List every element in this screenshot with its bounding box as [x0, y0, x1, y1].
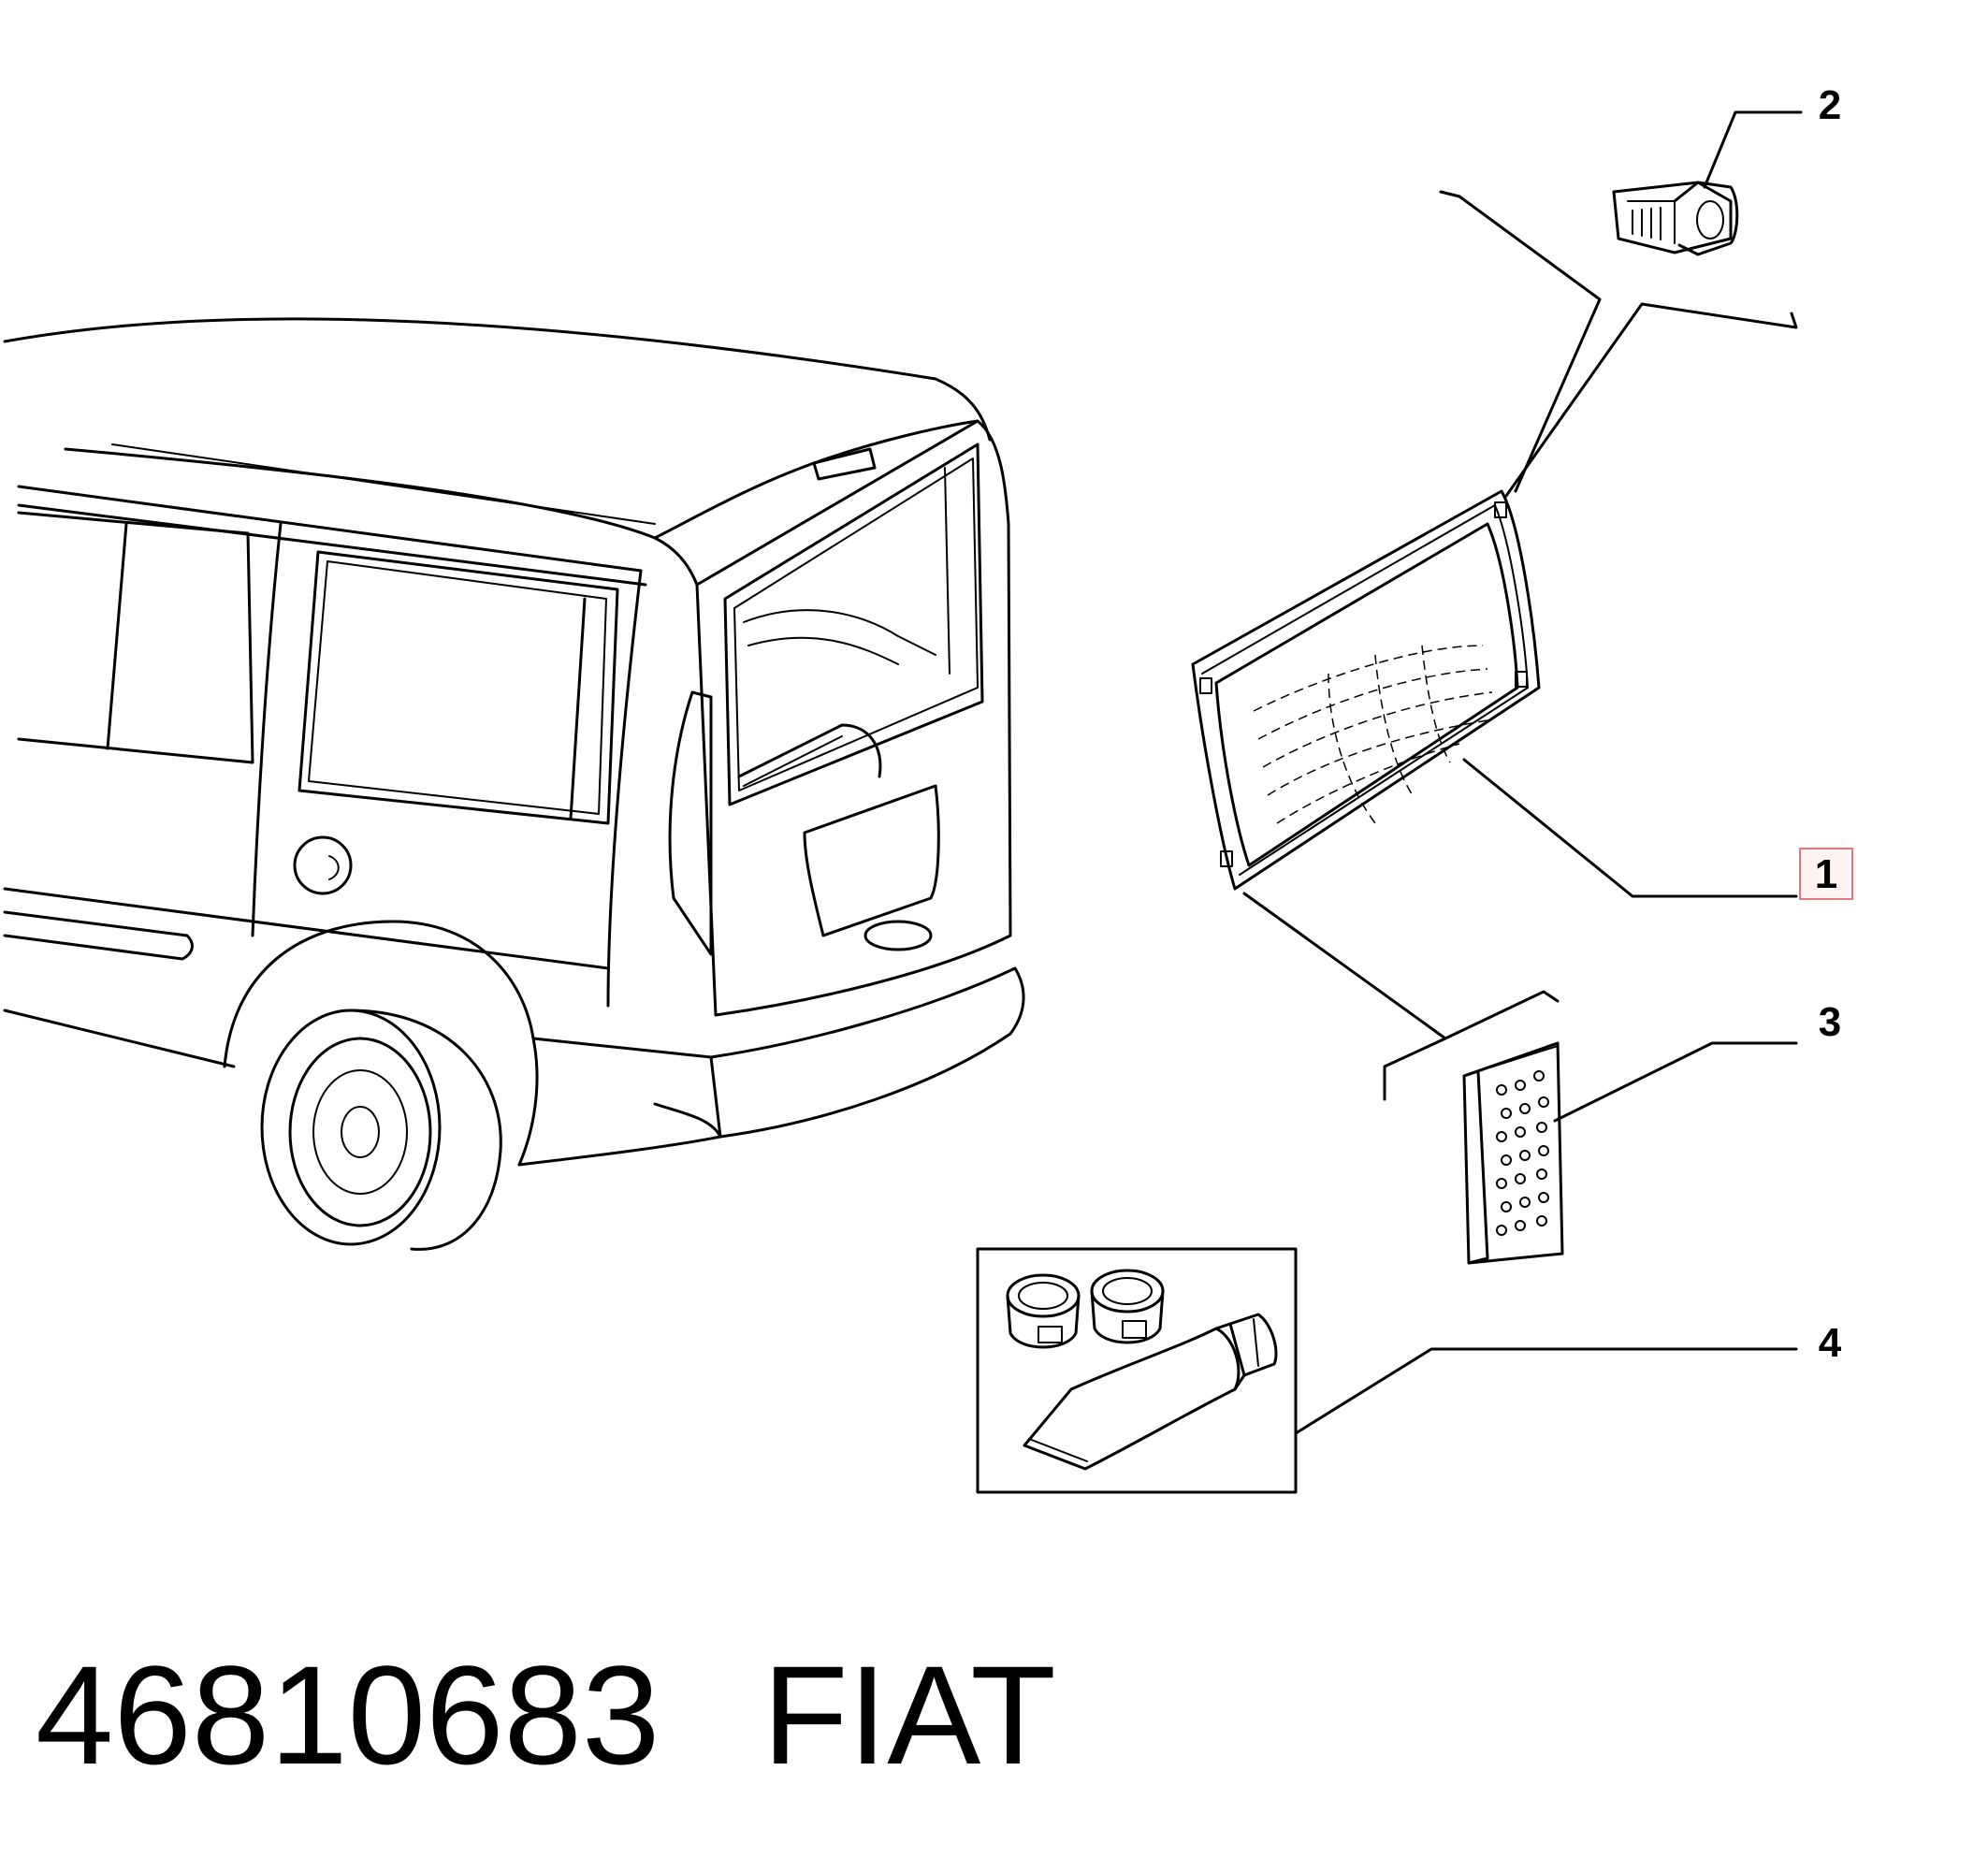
adhesive-kit-icon	[976, 1247, 1298, 1494]
rear-window-glass-icon	[1191, 489, 1541, 891]
part-number: 46810683	[36, 1636, 660, 1793]
spacer-pad-icon	[1462, 1041, 1564, 1265]
leader-lines	[1294, 110, 1803, 1435]
exploded-view-lines	[1242, 190, 1798, 1101]
window-clip-icon	[1612, 181, 1739, 256]
callout-4[interactable]: 4	[1819, 1320, 1842, 1366]
callout-3[interactable]: 3	[1819, 999, 1841, 1045]
callout-1-highlight	[1799, 848, 1853, 900]
van-rear-view-icon	[3, 317, 1025, 1251]
callout-1[interactable]: 1	[1815, 851, 1837, 897]
callout-2[interactable]: 2	[1819, 82, 1841, 128]
brand-name: FIAT	[762, 1636, 1056, 1793]
